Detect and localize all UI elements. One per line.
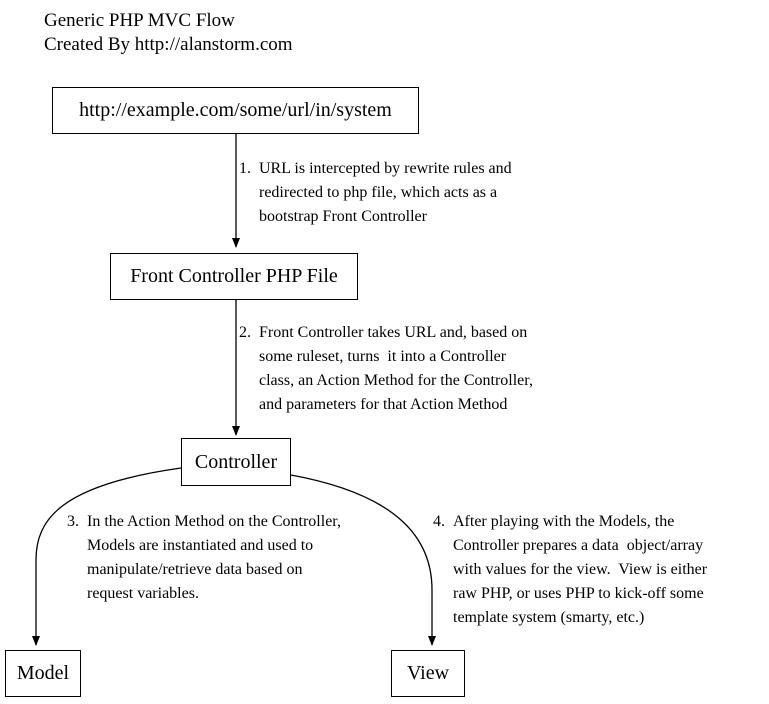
edge-label-line: redirected to php file, which acts as a (259, 184, 498, 201)
edge-label-4: 4. After playing with the Models, the Con… (433, 510, 707, 630)
edge-label-number: 1. (239, 160, 251, 177)
edge-label-line: template system (smarty, etc.) (453, 609, 645, 626)
edge-label-line: In the Action Method on the Controller, (87, 513, 341, 530)
edge-label-3: 3. In the Action Method on the Controller… (67, 510, 341, 606)
edge-label-line: manipulate/retrieve data based on (87, 561, 303, 578)
edge-label-line: class, an Action Method for the Controll… (259, 372, 533, 389)
edge-label-line: Front Controller takes URL and, based on (259, 324, 528, 341)
edge-label-1: 1. URL is intercepted by rewrite rules an… (239, 157, 512, 229)
edge-label-number: 3. (67, 513, 79, 530)
edge-label-line: Controller prepares a data object/array (453, 537, 704, 554)
node-model: Model (5, 650, 81, 697)
edge-label-line: and parameters for that Action Method (259, 396, 508, 413)
edge-label-line: bootstrap Front Controller (259, 208, 427, 225)
edge-arrow-controller-to-view (290, 474, 436, 646)
node-url: http://example.com/some/url/in/system (52, 87, 419, 134)
node-model-label: Model (16, 662, 70, 684)
edge-arrow-controller-to-model (32, 467, 182, 646)
edge-label-line: request variables. (87, 585, 199, 602)
edge-label-line: After playing with the Models, the (453, 513, 675, 530)
node-controller: Controller (181, 438, 291, 486)
edge-label-line: with values for the view. View is either (453, 561, 708, 578)
edge-label-number: 2. (239, 324, 251, 341)
edge-label-2: 2. Front Controller takes URL and, based … (239, 321, 533, 417)
edge-label-line: URL is intercepted by rewrite rules and (259, 160, 512, 177)
node-view: View (391, 650, 465, 697)
edge-label-number: 4. (433, 513, 445, 530)
node-view-label: View (406, 662, 450, 684)
edge-label-line: raw PHP, or uses PHP to kick-off some (453, 585, 704, 602)
edge-label-line: some ruleset, turns it into a Controller (259, 348, 507, 365)
node-front-controller: Front Controller PHP File (110, 253, 358, 300)
title-line-1: Generic PHP MVC Flow (44, 10, 235, 31)
node-front-controller-label: Front Controller PHP File (130, 265, 338, 287)
node-url-label: http://example.com/some/url/in/system (79, 99, 392, 121)
edge-label-line: Models are instantiated and used to (87, 537, 314, 554)
node-controller-label: Controller (194, 450, 278, 473)
title-line-2: Created By http://alanstorm.com (44, 34, 293, 55)
